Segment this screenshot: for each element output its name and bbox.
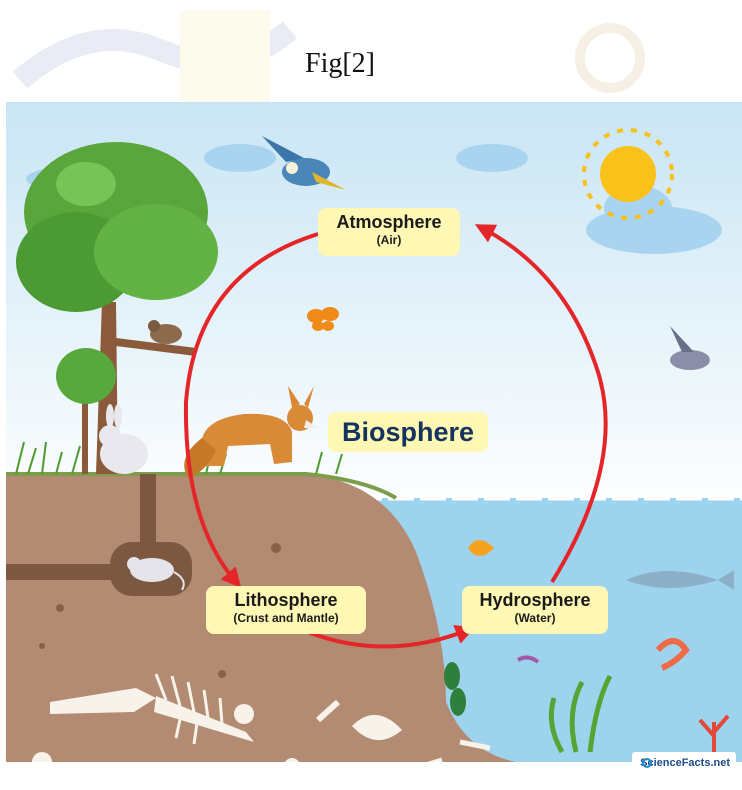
atom-icon (642, 758, 652, 768)
biosphere-scene: Biosphere (6, 102, 742, 762)
lithosphere-name: Lithosphere (206, 586, 366, 611)
hydrosphere-detail: (Water) (462, 611, 608, 626)
hydrosphere-name: Hydrosphere (462, 586, 608, 611)
hydrosphere-label: Hydrosphere (Water) (462, 586, 608, 634)
lithosphere-detail: (Crust and Mantle) (206, 611, 366, 626)
figure-caption: Fig[2] (0, 48, 680, 80)
atmosphere-name: Atmosphere (318, 208, 460, 233)
atmosphere-detail: (Air) (318, 233, 460, 248)
atmosphere-label: Atmosphere (Air) (318, 208, 460, 256)
caption-band: Fig[2] (0, 0, 742, 102)
lithosphere-label: Lithosphere (Crust and Mantle) (206, 586, 366, 634)
biosphere-label: Biosphere (328, 412, 488, 452)
